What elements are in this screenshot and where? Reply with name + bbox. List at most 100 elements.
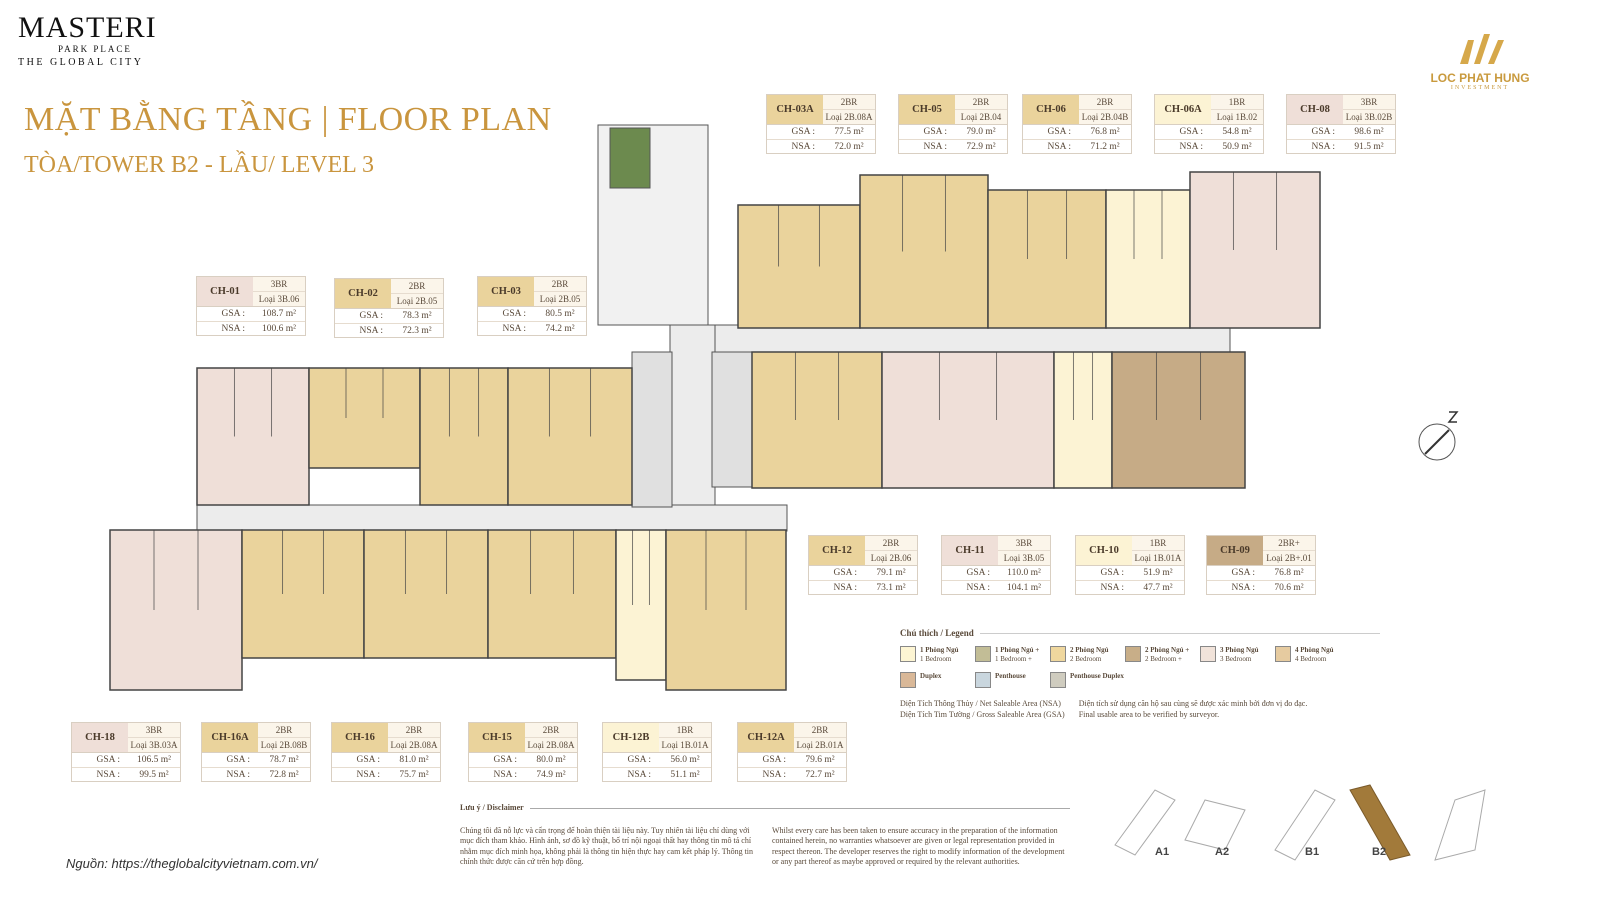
- corridors: [196, 124, 1231, 536]
- nsa-note: Diện Tích Thông Thủy / Net Saleable Area…: [900, 699, 1061, 708]
- legend-vi: Penthouse: [995, 672, 1026, 680]
- gsa-value: 56.0 m²: [670, 755, 700, 765]
- gsa-label: GSA :: [359, 311, 384, 321]
- unit-code: CH-06: [1023, 95, 1079, 124]
- source-link[interactable]: Nguồn: https://theglobalcityvietnam.com.…: [66, 856, 318, 871]
- nsa-label: NSA :: [791, 142, 816, 152]
- unit-type: 1BR: [1228, 97, 1246, 107]
- legend-vi: 2 Phòng Ngủ +: [1145, 646, 1190, 654]
- unit-model: Loại 3B.02B: [1343, 109, 1395, 124]
- brand-sub: PARK PLACE: [58, 44, 132, 54]
- verify-vi: Diện tích sử dụng căn hộ sau cùng sẽ đượ…: [1078, 699, 1308, 708]
- apartment-block: [109, 529, 243, 691]
- gsa-label: GSA :: [833, 568, 858, 578]
- lift-core-2: [711, 351, 753, 488]
- nsa-label: NSA :: [762, 770, 787, 780]
- gsa-label: GSA :: [923, 127, 948, 137]
- unit-model: Loại 2B.05: [391, 293, 443, 308]
- unit-model: Loại 1B.02: [1211, 109, 1263, 124]
- partner-logo: LOC PHAT HUNG INVESTMENT: [1420, 30, 1540, 91]
- gsa-label: GSA :: [1311, 127, 1336, 137]
- legend-item: 1 Phòng Ngủ +1 Bedroom +: [975, 646, 1050, 664]
- nsa-value: 71.2 m²: [1090, 142, 1120, 152]
- gsa-value: 54.8 m²: [1222, 127, 1252, 137]
- legend-vi: 1 Phòng Ngủ: [920, 646, 959, 654]
- legend-vi: 4 Phòng Ngủ: [1295, 646, 1334, 654]
- legend-title: Chú thích / Legend: [900, 628, 1380, 638]
- legend-vi: Penthouse Duplex: [1070, 672, 1124, 680]
- nsa-value: 74.9 m²: [536, 770, 566, 780]
- unit-type: 3BR: [1015, 538, 1033, 548]
- unit-code: CH-08: [1287, 95, 1343, 124]
- nsa-value: 50.9 m²: [1222, 142, 1252, 152]
- unit-type: 2BR: [1096, 97, 1114, 107]
- apartment-block: [881, 351, 1055, 489]
- nsa-label: NSA :: [1231, 583, 1256, 593]
- legend-vi: 1 Phòng Ngủ +: [995, 646, 1040, 654]
- unit-model: Loại 3B.05: [998, 550, 1050, 565]
- disclaimer: Lưu ý / Disclaimer Chúng tôi đã nỗ lực v…: [460, 803, 1070, 868]
- apartment-block: [487, 529, 617, 659]
- page-subtitle: TÒA/TOWER B2 - LẦU/ LEVEL 3: [24, 152, 374, 178]
- nsa-label: NSA :: [966, 583, 991, 593]
- legend-en: 2 Bedroom: [1070, 655, 1102, 663]
- legend-en: 3 Bedroom: [1220, 655, 1252, 663]
- verify-en: Final usable area to be verified by surv…: [1078, 710, 1220, 719]
- legend-swatch: [975, 672, 991, 688]
- unit-code: CH-03A: [767, 95, 823, 124]
- nsa-label: NSA :: [627, 770, 652, 780]
- legend-swatch: [900, 672, 916, 688]
- unit-code: CH-12A: [738, 723, 794, 752]
- unit-model: Loại 2B.08A: [525, 737, 577, 752]
- nsa-label: NSA :: [923, 142, 948, 152]
- legend-swatch: [1275, 646, 1291, 662]
- unit-code: CH-06A: [1155, 95, 1211, 124]
- gsa-value: 106.5 m²: [137, 755, 171, 765]
- unit-type: 1BR: [1149, 538, 1167, 548]
- brand-city: THE GLOBAL CITY: [18, 57, 144, 68]
- unit-type: 2BR: [542, 725, 560, 735]
- unit-code: CH-12B: [603, 723, 659, 752]
- unit-type: 2BR: [275, 725, 293, 735]
- apartment-block: [308, 367, 421, 469]
- unit-code: CH-03: [478, 277, 534, 306]
- unit-model: Loại 3B.06: [253, 291, 305, 306]
- unit-code: CH-01: [197, 277, 253, 306]
- nsa-value: 70.6 m²: [1274, 583, 1304, 593]
- legend-item: Penthouse Duplex: [1050, 672, 1125, 688]
- legend-swatch: [1200, 646, 1216, 662]
- gsa-value: 79.1 m²: [876, 568, 906, 578]
- legend-en: 1 Bedroom: [920, 655, 952, 663]
- apartment-block: [507, 367, 633, 506]
- unit-type: 2BR+: [1278, 538, 1300, 548]
- legend-vi: 3 Phòng Ngủ: [1220, 646, 1259, 654]
- unit-model: Loại 2B+.01: [1263, 550, 1315, 565]
- gsa-label: GSA :: [762, 755, 787, 765]
- nsa-label: NSA :: [359, 326, 384, 336]
- legend-swatch: [1125, 646, 1141, 662]
- apartment-block: [615, 529, 667, 681]
- nsa-value: 104.1 m²: [1007, 583, 1041, 593]
- gsa-value: 76.8 m²: [1274, 568, 1304, 578]
- nsa-label: NSA :: [221, 324, 246, 334]
- legend-item: Duplex: [900, 672, 975, 688]
- nsa-value: 72.7 m²: [805, 770, 835, 780]
- gsa-label: GSA :: [1179, 127, 1204, 137]
- apartment-block: [751, 351, 883, 489]
- unit-model: Loại 2B.08B: [258, 737, 310, 752]
- legend-en: 1 Bedroom +: [995, 655, 1032, 663]
- apartment-block: [1053, 351, 1113, 489]
- unit-code: CH-15: [469, 723, 525, 752]
- gsa-value: 80.0 m²: [536, 755, 566, 765]
- unit-code: CH-18: [72, 723, 128, 752]
